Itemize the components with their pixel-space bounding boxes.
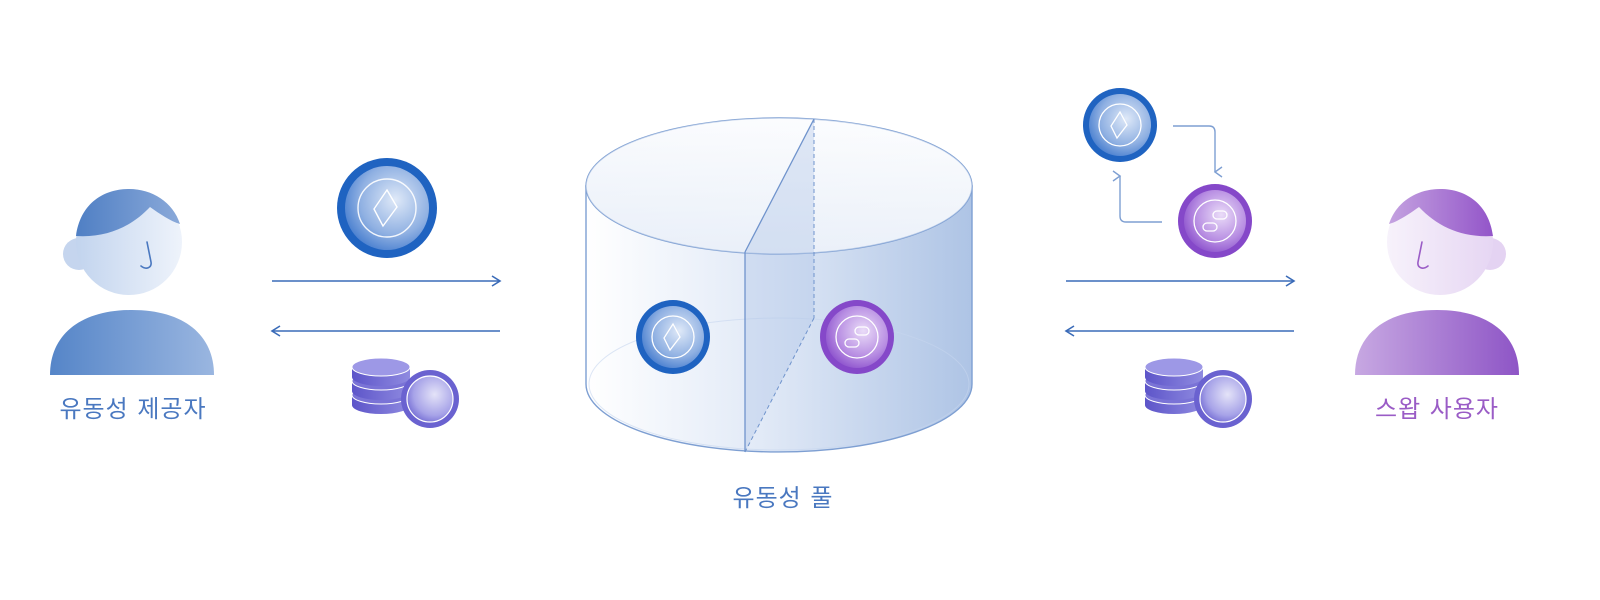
swap-cycle-arrow-down bbox=[1173, 125, 1223, 178]
swap-purple-token-coin bbox=[1178, 184, 1252, 258]
lp-token-stack-right bbox=[1144, 357, 1252, 428]
diamond-icon bbox=[1110, 110, 1128, 140]
pool-purple-token-coin bbox=[820, 300, 894, 374]
liquidity-pool-label: 유동성 풀 bbox=[732, 484, 834, 512]
swap-user-label: 스왑 사용자 bbox=[1374, 395, 1500, 423]
diamond-icon bbox=[663, 322, 681, 352]
coin-stack-icon bbox=[351, 357, 411, 414]
swap-user-avatar bbox=[1355, 189, 1519, 375]
swap-blue-token-coin bbox=[1083, 88, 1157, 162]
chain-link-icon bbox=[844, 326, 870, 348]
liquidity-provider-avatar bbox=[50, 189, 214, 375]
liquidity-pool-cylinder bbox=[585, 117, 973, 453]
lp-token-stack-left bbox=[351, 357, 459, 428]
coin-stack-icon bbox=[1144, 357, 1204, 414]
blue-token-coin bbox=[337, 158, 437, 258]
swap-cycle-arrow-up bbox=[1112, 170, 1162, 223]
chain-link-icon bbox=[1202, 210, 1228, 232]
liquidity-provider-label: 유동성 제공자 bbox=[59, 395, 207, 423]
pool-blue-token-coin bbox=[636, 300, 710, 374]
diamond-icon bbox=[373, 188, 398, 228]
